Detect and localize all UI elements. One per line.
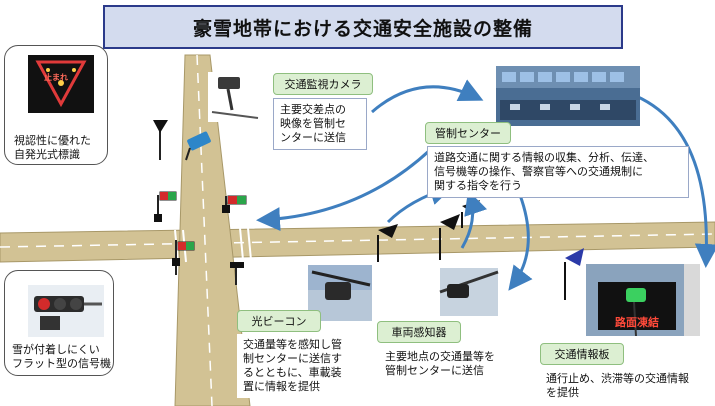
sign-photo-text: 止まれ [44, 73, 68, 82]
signal-cluster-1 [154, 191, 177, 222]
sign-triangle [153, 120, 168, 133]
board-pole [564, 248, 584, 300]
info-board-photo [586, 264, 700, 337]
detector-pole-1 [377, 224, 398, 262]
signal-cluster-4 [230, 262, 244, 285]
camera-desc: 主要交差点の 映像を管制セ ンターに送信 [273, 98, 367, 150]
beacon-label: 光ビーコン [237, 310, 321, 332]
camera-photo [208, 72, 260, 122]
control-center-photo [496, 66, 640, 126]
signal-callout [4, 270, 114, 376]
detector-label: 車両感知器 [377, 321, 461, 343]
detector-photo [439, 268, 499, 316]
center-label: 管制センター [425, 122, 511, 144]
camera-device [187, 131, 211, 151]
signal-cluster-2 [222, 195, 247, 213]
board-photo-text: 路面凍結 [615, 316, 659, 329]
sign-photo [28, 55, 94, 113]
camera-label: 交通監視カメラ [273, 73, 373, 95]
signal-photo [28, 285, 104, 337]
sign-callout [4, 45, 108, 165]
arrow-center-to-intersection [256, 148, 432, 232]
signal-cluster-3 [172, 240, 195, 275]
arrow-center-to-detector [508, 194, 533, 291]
board-desc: 通行止め、渋滞等の交通情報 を提供 [540, 368, 708, 404]
arrow-camera-to-center [371, 79, 484, 114]
page-title: 豪雪地帯における交通安全施設の整備 [103, 5, 623, 49]
sign-caption: 視認性に優れた 自発光式標識 [14, 134, 91, 161]
signal-caption: 雪が付着しにくい フラット型の信号機 [12, 343, 111, 370]
detector-pole-2 [439, 214, 460, 260]
beacon-desc: 交通量等を感知し管 制センターに送信す るとともに、車載装 置に情報を提供 [237, 334, 357, 398]
center-desc: 道路交通に関する情報の収集、分析、伝達、 信号機等の操作、警察官等への交通規制に… [427, 146, 689, 198]
arrow-center-to-board [635, 94, 715, 268]
horizontal-road [0, 221, 715, 263]
detector-desc: 主要地点の交通量等を 管制センターに送信 [379, 346, 509, 382]
arrow-detector2-to-center [460, 190, 488, 249]
board-label: 交通情報板 [540, 343, 624, 365]
